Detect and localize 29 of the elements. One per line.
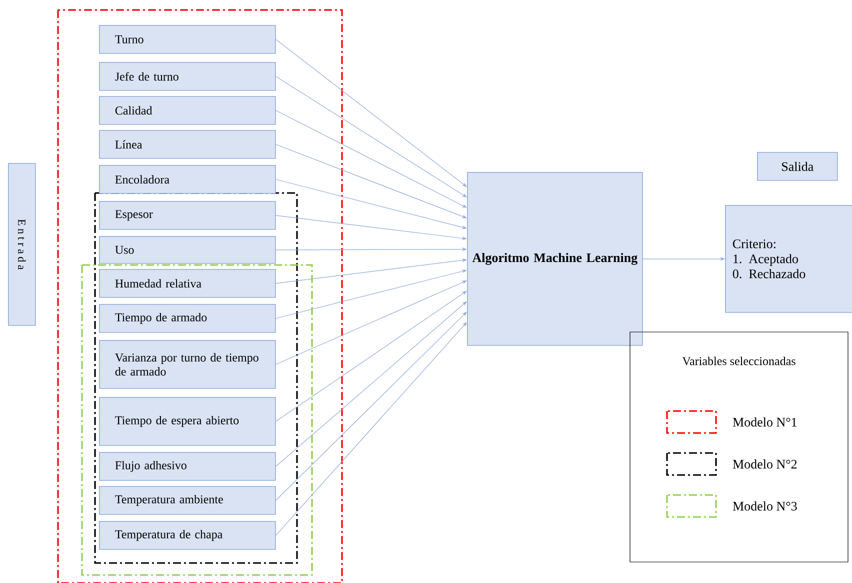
arrow [276, 290, 467, 422]
arrow [276, 280, 467, 365]
arrow [276, 312, 467, 501]
output-label-box: Salida [757, 152, 838, 181]
variable-box: Humedad relativa [99, 269, 276, 298]
variable-box: Línea [99, 130, 276, 159]
arrow [276, 110, 467, 208]
variable-box: Jefe de turno [99, 62, 276, 91]
variable-box: Varianza por turno de tiempo de armado [99, 340, 276, 389]
legend-text: Modelo N°2 [732, 459, 797, 469]
variable-box: Flujo adhesivo [99, 452, 276, 481]
arrow [276, 76, 467, 198]
input-label-box: E n t r a d a [8, 163, 36, 326]
algorithm-box: Algoritmo Machine Learning [467, 172, 643, 346]
legend-text: Modelo N°3 [732, 501, 797, 511]
legend-text: Modelo N°1 [732, 417, 797, 427]
variable-box: Calidad [99, 96, 276, 125]
variable-box: Tiempo de armado [99, 304, 276, 333]
variable-box: Turno [99, 25, 276, 54]
arrow [276, 39, 467, 187]
variable-box: Espesor [99, 201, 276, 230]
variable-box: Tiempo de espera abierto [99, 397, 276, 446]
criteria-box: Criterio: 1. Aceptado 0. Rechazado [725, 205, 852, 313]
arrow [276, 301, 467, 467]
variable-box: Encoladora [99, 165, 276, 194]
variable-box: Temperatura de chapa [99, 521, 276, 550]
variable-box: Temperatura ambiente [99, 486, 276, 515]
arrow [276, 322, 467, 536]
variable-box: Uso [99, 236, 276, 264]
